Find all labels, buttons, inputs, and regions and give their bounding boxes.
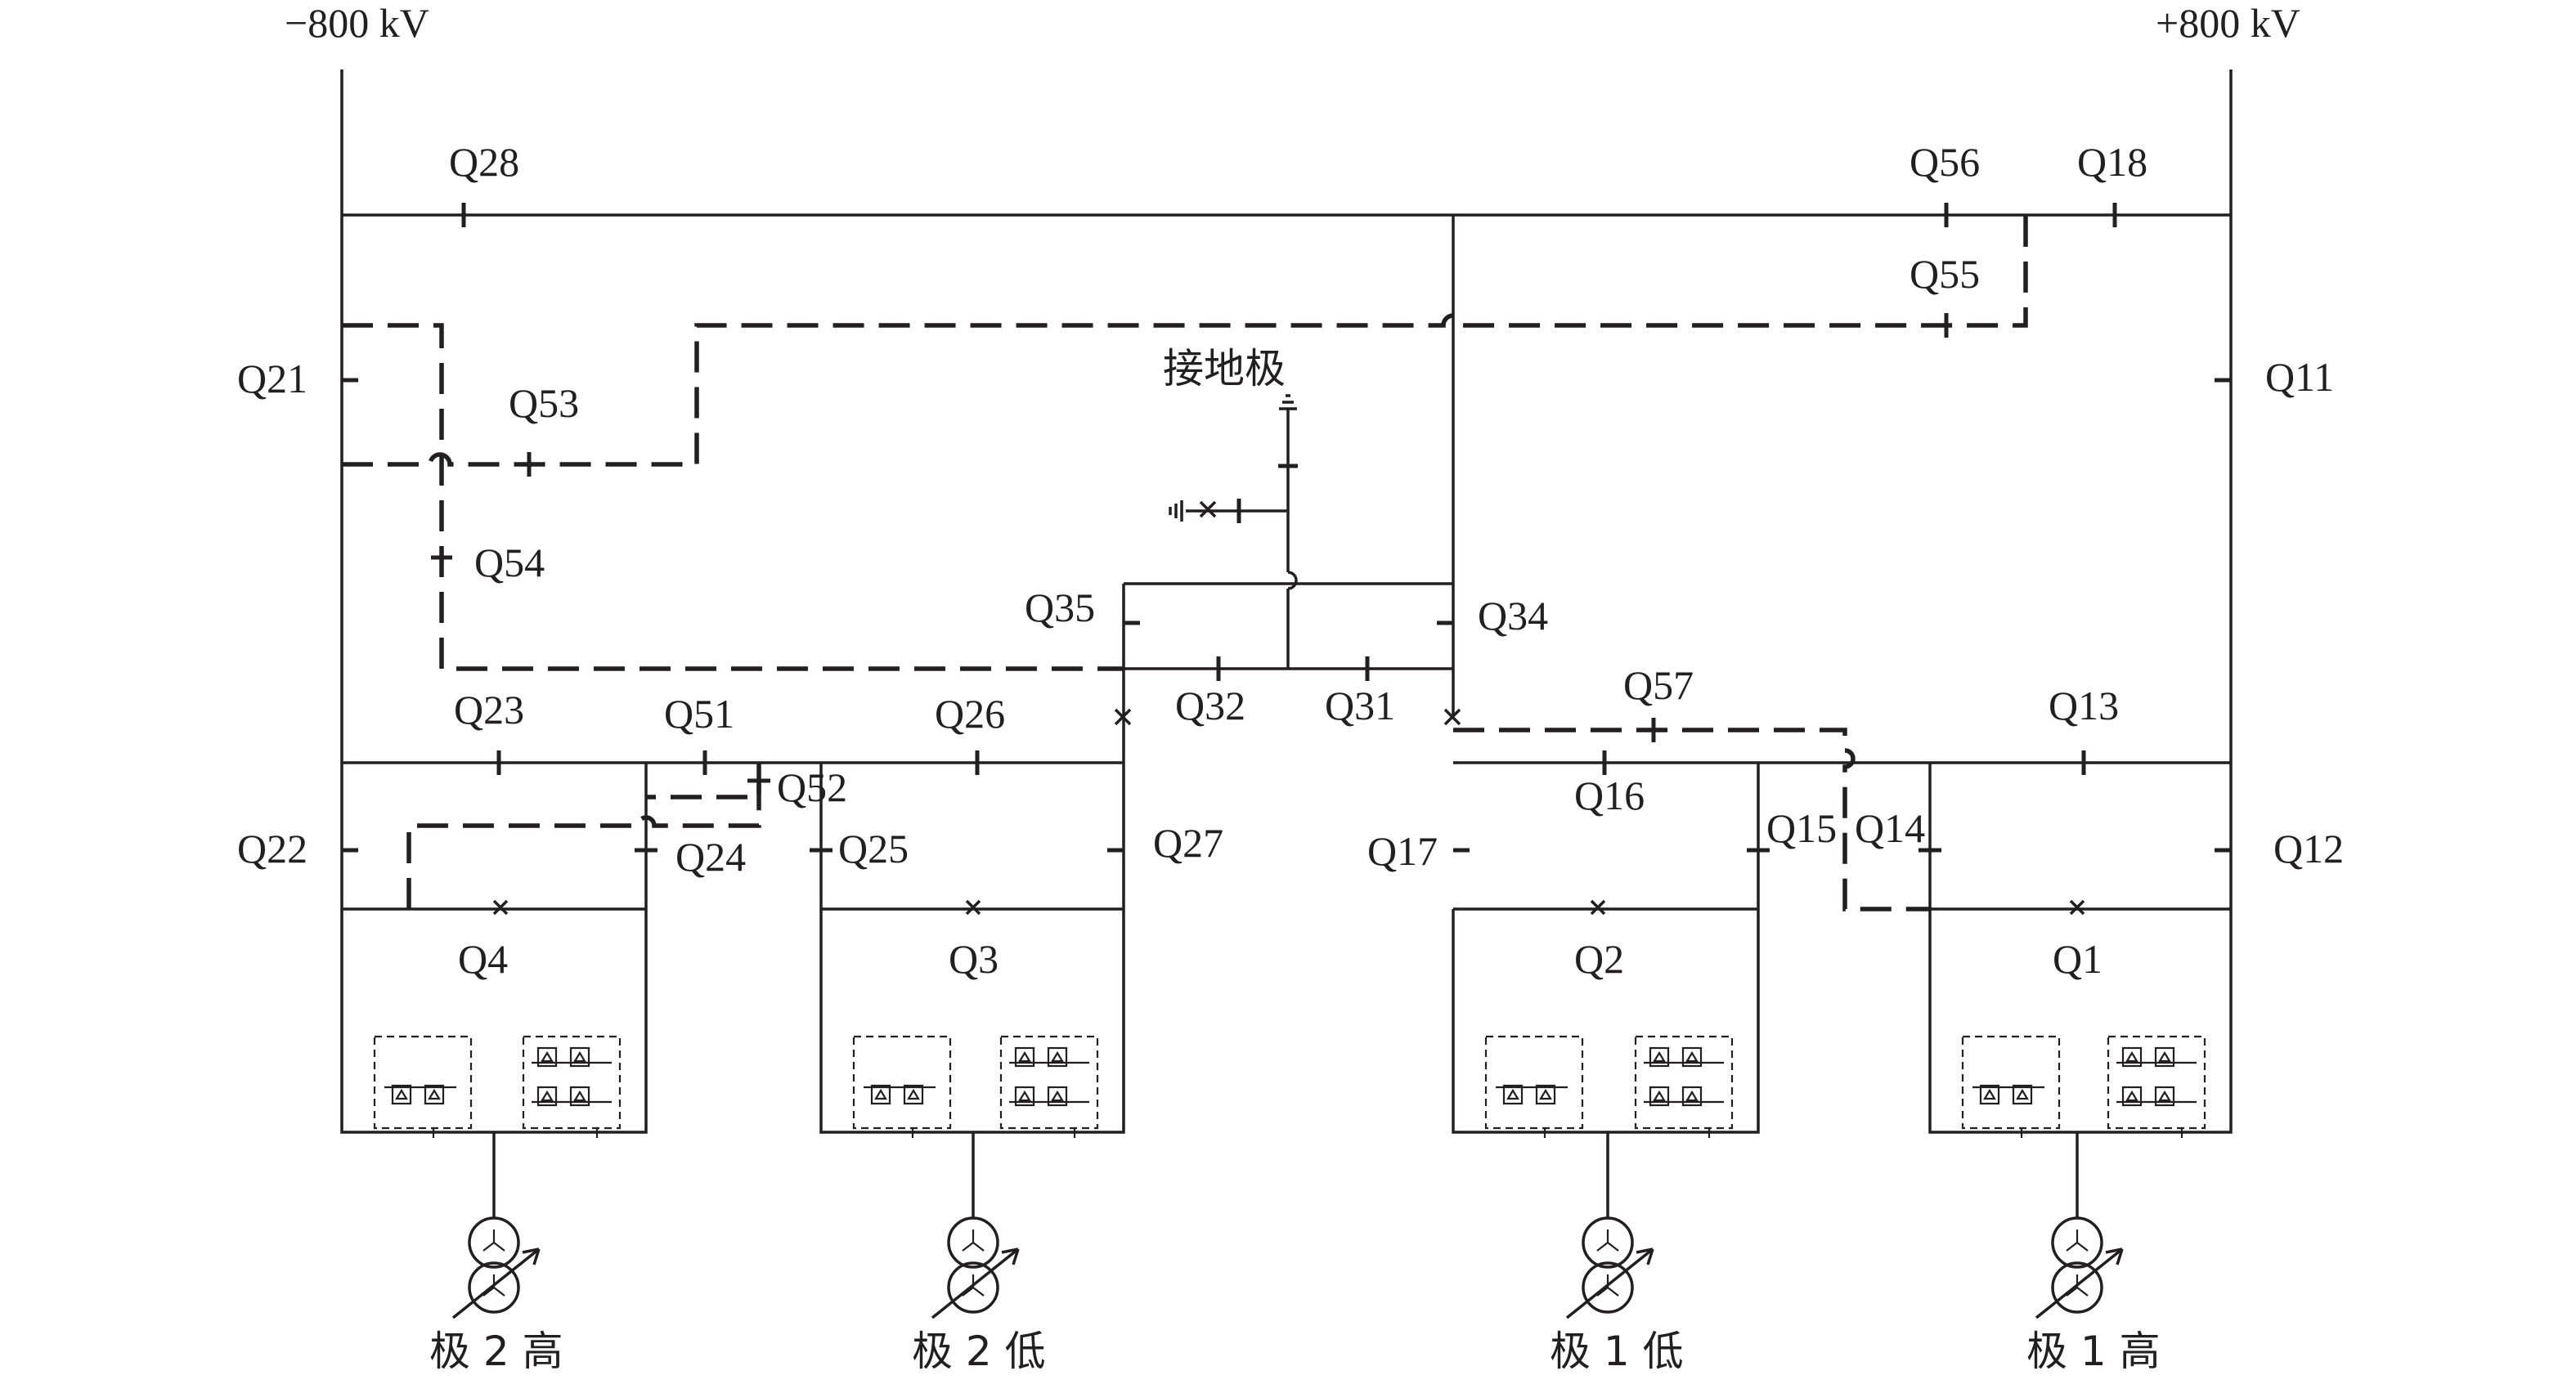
switch-q12: Q12 bbox=[2273, 826, 2344, 871]
bus-pos-label: +800 kV bbox=[2156, 0, 2300, 46]
ground-electrode-label: 接地极 bbox=[1163, 345, 1286, 392]
pole-1-low-label: 极 1 低 bbox=[1550, 1328, 1684, 1375]
pole-2-high-label: 极 2 高 bbox=[429, 1328, 563, 1375]
switch-q34: Q34 bbox=[1478, 593, 1548, 638]
switch-q25: Q25 bbox=[838, 826, 909, 871]
switch-q31: Q31 bbox=[1325, 683, 1395, 728]
switch-q11: Q11 bbox=[2265, 354, 2334, 400]
switch-q32: Q32 bbox=[1175, 683, 1245, 728]
switch-q15: Q15 bbox=[1766, 805, 1837, 851]
switch-q22: Q22 bbox=[237, 826, 307, 871]
switch-q14: Q14 bbox=[1855, 805, 1925, 851]
breaker-q1: Q1 bbox=[2053, 936, 2103, 982]
switch-q55: Q55 bbox=[1910, 251, 1980, 297]
converter-units bbox=[340, 909, 2233, 1319]
switch-q18: Q18 bbox=[2077, 139, 2147, 185]
ground-electrode-icon bbox=[1169, 394, 1298, 523]
breaker-q4: Q4 bbox=[458, 936, 508, 982]
pole-2-low-label: 极 2 低 bbox=[912, 1328, 1046, 1375]
pole-2-high-transformer-icon bbox=[451, 1216, 541, 1319]
bus-wiring bbox=[340, 69, 2233, 911]
switch-q16: Q16 bbox=[1574, 773, 1645, 818]
pole-1-low-transformer-icon bbox=[1565, 1216, 1654, 1319]
switch-q27: Q27 bbox=[1153, 820, 1223, 866]
pole-1-high-converter bbox=[1928, 909, 2233, 1319]
bypass-paths bbox=[342, 215, 2028, 911]
breaker-crosses bbox=[492, 708, 2085, 916]
switch-q24: Q24 bbox=[675, 834, 746, 880]
pole-1-high-label: 极 1 高 bbox=[2026, 1328, 2161, 1375]
switch-q13: Q13 bbox=[2049, 683, 2119, 728]
switch-q53: Q53 bbox=[509, 380, 579, 426]
breaker-q2: Q2 bbox=[1574, 936, 1624, 982]
switch-q57: Q57 bbox=[1623, 662, 1694, 708]
switch-q17: Q17 bbox=[1367, 828, 1438, 874]
bus-neg-label: −800 kV bbox=[285, 0, 429, 46]
breaker-q3: Q3 bbox=[949, 936, 999, 982]
switch-q54: Q54 bbox=[474, 540, 545, 585]
switch-q28: Q28 bbox=[449, 139, 519, 185]
switch-q52: Q52 bbox=[777, 764, 847, 810]
pole-2-high-converter bbox=[340, 909, 648, 1319]
labels: −800 kV +800 kV Q28 Q56 Q18 Q55 Q21 Q11 … bbox=[237, 0, 2344, 1375]
switch-q21: Q21 bbox=[237, 356, 307, 401]
switch-q23: Q23 bbox=[454, 687, 524, 732]
pole-2-low-converter bbox=[819, 909, 1125, 1319]
pole-1-low-converter bbox=[1452, 909, 1760, 1319]
switch-ticks bbox=[342, 203, 2231, 853]
switch-q35: Q35 bbox=[1025, 585, 1095, 630]
pole-1-high-transformer-icon bbox=[2035, 1216, 2124, 1319]
switch-q26: Q26 bbox=[935, 691, 1005, 737]
switch-q51: Q51 bbox=[664, 691, 734, 737]
switch-q56: Q56 bbox=[1910, 139, 1980, 185]
pole-2-low-transformer-icon bbox=[931, 1216, 1020, 1319]
